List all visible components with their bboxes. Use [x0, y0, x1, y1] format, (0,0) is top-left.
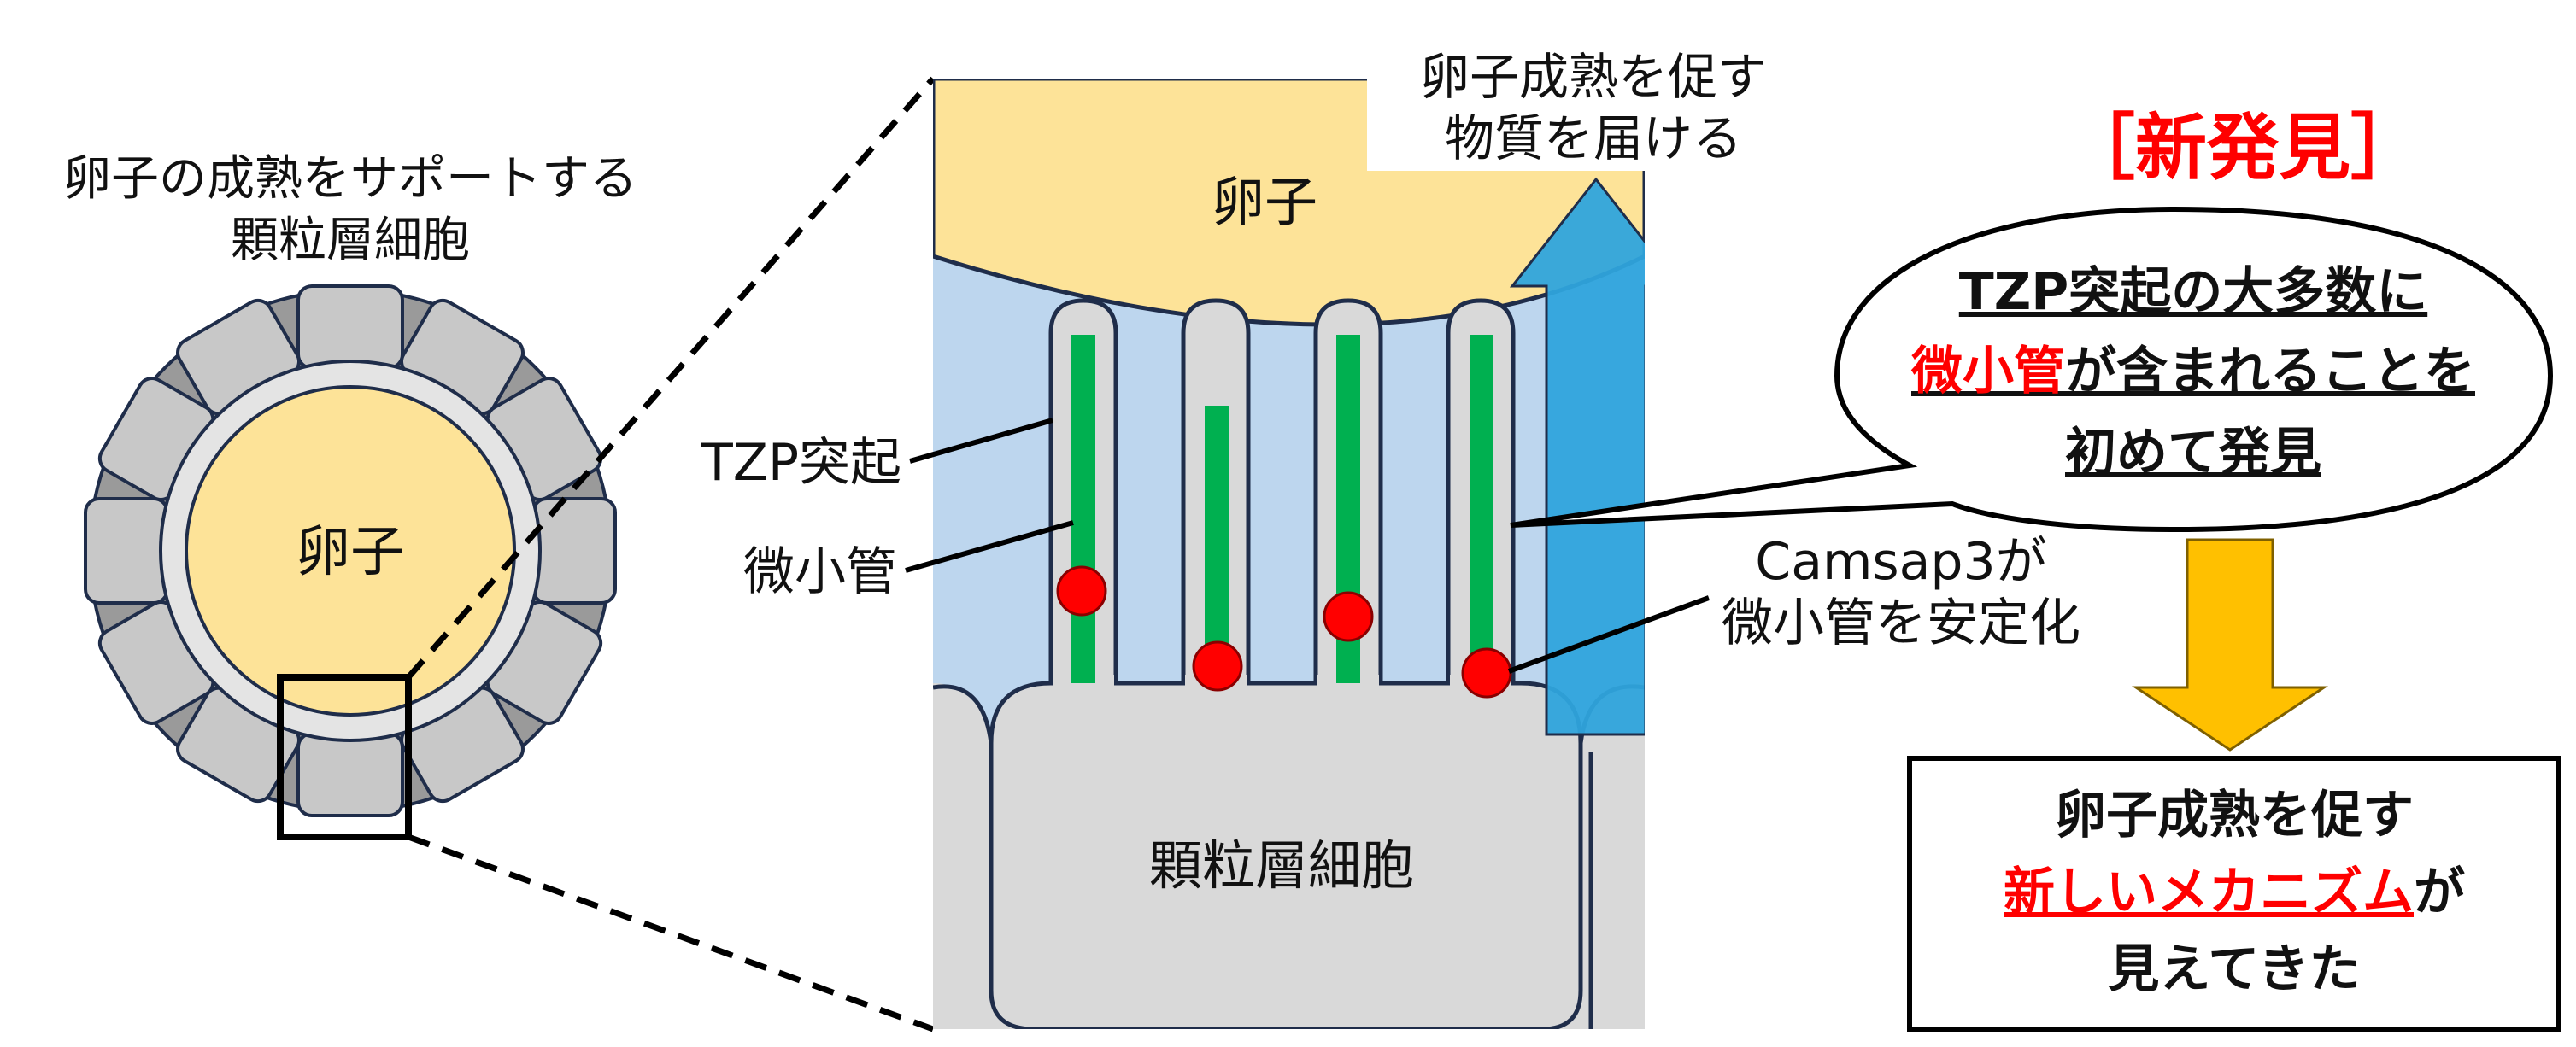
arrow-caption-line2: 物質を届ける — [1445, 109, 1742, 167]
camsap3-dot — [1323, 591, 1374, 642]
microtubule-label: 微小管 — [743, 542, 897, 602]
oocyte-small-label: 卵子 — [296, 521, 405, 584]
finding-line1: TZP突起の大多数に — [1959, 262, 2427, 322]
granulosa-cell — [296, 732, 404, 817]
finding-line3: 初めて発見 — [2065, 423, 2321, 483]
zoom-region-box — [277, 674, 412, 840]
microtubule — [1071, 335, 1095, 683]
finding-line2: 微小管が含まれることを — [1910, 342, 2475, 401]
conclusion-line3: 見えてきた — [2108, 939, 2360, 999]
tzp-label: TZP突起 — [701, 433, 901, 493]
caption-backdrop — [1367, 79, 1645, 171]
follicle-caption-line2: 顆粒層細胞 — [231, 213, 470, 268]
arrow-caption-line1: 卵子成熟を促す — [1420, 48, 1767, 106]
transport-arrow — [1509, 177, 1645, 736]
conclusion-line2: 新しいメカニズムが — [2004, 863, 2465, 922]
finding-line2-red: 微小管 — [1910, 342, 2065, 401]
camsap3-label-line1: Camsap3が — [1755, 532, 2046, 592]
granulosa-cell — [296, 284, 404, 370]
follicle-overview: 卵子の成熟をサポートする 顆粒層細胞 卵子 — [63, 151, 637, 840]
finding-line2-rest: が含まれることを — [2065, 342, 2475, 401]
conclusion-line2-red: 新しいメカニズム — [2004, 863, 2414, 922]
oocyte-small — [185, 385, 516, 717]
neighbor-cell-left-edge — [933, 684, 994, 744]
camsap3-dot — [1192, 640, 1243, 692]
granulosa-cell — [84, 497, 169, 605]
camsap3-dot — [1461, 647, 1512, 699]
zoom-connector-top — [406, 76, 936, 680]
granulosa-cell — [531, 497, 617, 605]
zoom-connector-bottom — [407, 834, 935, 1032]
camsap3-label-line2: 微小管を安定化 — [1722, 594, 2080, 653]
conclusion-line2-rest: が — [2414, 863, 2465, 922]
granulosa-large-label: 顆粒層細胞 — [1149, 834, 1414, 897]
microtubule — [1470, 335, 1493, 683]
follicle-caption-line1: 卵子の成熟をサポートする — [63, 151, 637, 207]
finding-title: ［新発見］ — [2063, 106, 2422, 190]
conclusion-line1: 卵子成熟を促す — [2055, 786, 2414, 845]
camsap3-dot — [1056, 565, 1107, 617]
zoomed-view: 卵子 顆粒層細胞 — [933, 79, 1645, 1029]
tzp-pointer — [909, 418, 1053, 464]
conclusion-arrow — [2132, 538, 2328, 752]
microtubule — [1205, 406, 1229, 683]
oocyte-large-label: 卵子 — [1212, 171, 1317, 233]
camsap3-dots — [1056, 565, 1512, 699]
finding-speech-bubble — [1510, 206, 2554, 533]
conclusion-box — [1907, 756, 2561, 1032]
microtubule-pointer — [905, 520, 1074, 573]
camsap3-pointer — [1507, 595, 1710, 674]
